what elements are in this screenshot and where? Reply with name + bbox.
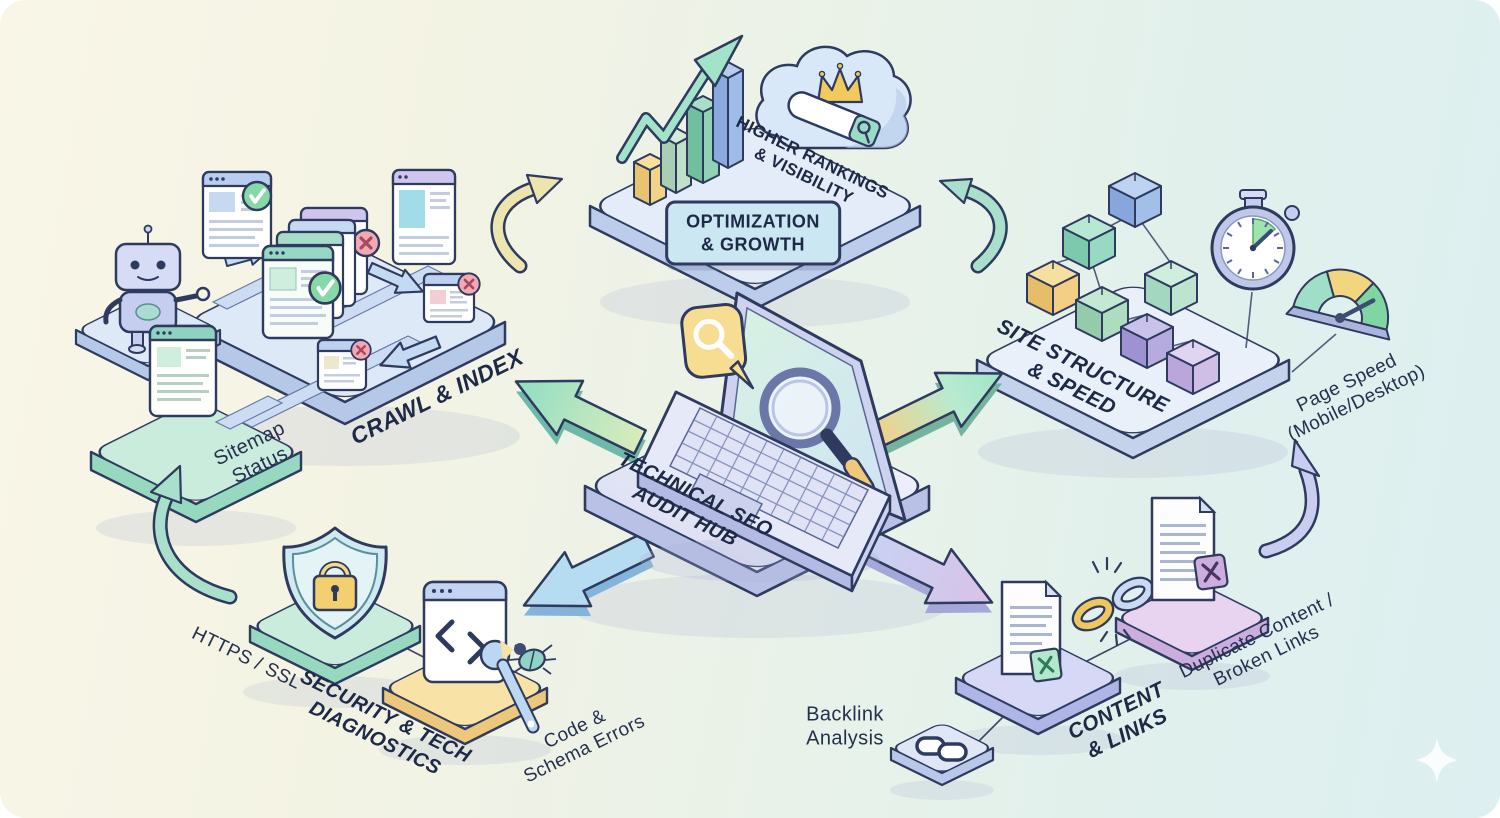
crown-icon	[816, 62, 864, 104]
search-badge-icon	[680, 303, 755, 390]
backlink-line1: Backlink	[806, 703, 884, 726]
browser-window-purple	[391, 168, 457, 266]
x-badge-purple	[1193, 553, 1229, 591]
chain-link-icon	[915, 736, 968, 762]
check-badge-icon	[241, 180, 273, 212]
curved-arrow-crawl-to-optimization	[490, 173, 564, 274]
break-sparks	[1091, 556, 1132, 647]
trend-arrow-icon	[616, 34, 744, 164]
search-bar-icon	[787, 91, 881, 148]
speed-gauge-icon	[1285, 268, 1391, 341]
curved-arrow-content-to-pagespeed	[1258, 438, 1321, 559]
backlink-analysis-label: Backlink Analysis	[806, 703, 884, 750]
content-links-section	[889, 495, 1270, 787]
optimization-line2: & GROWTH	[701, 234, 805, 254]
crawl-index-section	[74, 168, 507, 524]
technical-seo-hub-section	[501, 291, 1017, 643]
security-section	[248, 526, 557, 746]
optimization-growth-badge: OPTIMIZATION & GROWTH	[665, 200, 841, 266]
site-structure-section	[975, 172, 1391, 460]
sitemap-window	[148, 324, 218, 418]
stopwatch-icon	[1210, 189, 1300, 291]
sitemap-platform	[89, 403, 303, 524]
broken-link-icon	[1071, 556, 1155, 647]
growth-bars-icon	[633, 61, 744, 206]
wrench-icon	[479, 639, 540, 734]
document-error-icon	[1000, 579, 1063, 683]
browser-window-error-bottom	[316, 338, 372, 392]
bug-icon	[508, 643, 557, 675]
sparkle-icon	[1416, 738, 1458, 782]
keyboard-keys	[675, 415, 863, 541]
error-badge-icon	[350, 339, 372, 361]
error-badge-icon	[457, 272, 481, 296]
shield-lock-icon	[282, 526, 388, 640]
document-duplicate-icon	[1150, 495, 1229, 602]
optimization-line1: OPTIMIZATION	[686, 211, 820, 232]
backlink-line2: Analysis	[806, 727, 884, 749]
error-badge-icon	[351, 228, 381, 258]
browser-window-checked	[201, 170, 273, 260]
browser-window-stack	[261, 206, 381, 340]
x-badge-green	[1029, 647, 1063, 683]
check-badge-icon	[307, 270, 343, 306]
cloud-icon	[755, 45, 912, 150]
browser-window-error-right	[422, 272, 481, 324]
optimization-growth-section	[588, 34, 922, 311]
laptop-icon	[636, 291, 907, 593]
curved-arrow-security-to-crawl	[149, 464, 238, 605]
curved-arrow-site-to-optimization	[938, 177, 1008, 274]
